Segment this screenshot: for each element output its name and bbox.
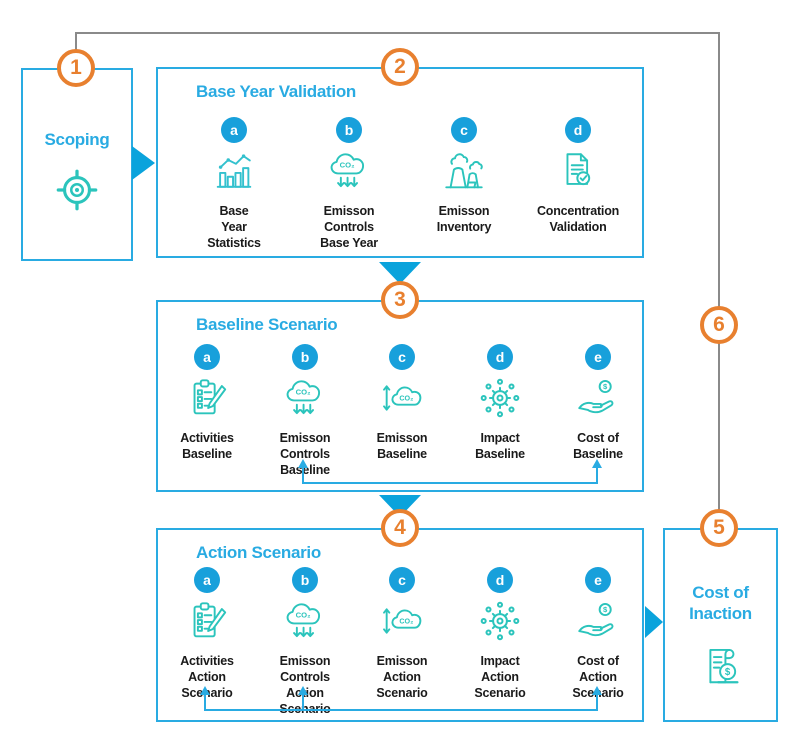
baseline-scenario-box: Baseline Scenario a Activities Baseline … [156, 300, 644, 492]
baseline-feedback-arrowhead-e [592, 459, 602, 468]
clipboard-pencil-icon [184, 593, 230, 649]
action-scenario-box: Action Scenario a Activities Action Scen… [156, 528, 644, 722]
badge-b: b [336, 117, 362, 143]
hand-coin-icon [575, 593, 621, 649]
hand-coin-icon [575, 370, 621, 426]
document-check-icon [555, 143, 601, 199]
step-number-3: 3 [381, 281, 419, 319]
action-feedback-arrowhead-e [592, 686, 602, 695]
base-year-validation-box: Base Year Validation a Base Year Statist… [156, 67, 644, 258]
item-label: Impact Action Scenario [474, 654, 526, 700]
action-feedback-arrowhead-a [200, 686, 210, 695]
item-activities-baseline: a Activities Baseline [159, 344, 255, 462]
item-emisson-inventory: c Emisson Inventory [412, 117, 516, 235]
item-impact-action-scenario: d Impact Action Scenario [452, 567, 548, 701]
item-emisson-controls-baseline: b Emisson Controls Baseline [257, 344, 353, 478]
action-feedback-line [204, 709, 598, 711]
loop-line-left-stub [75, 32, 77, 50]
baseline-feedback-arrowhead-b [298, 459, 308, 468]
cost-of-inaction-title: Cost of Inaction [689, 583, 752, 624]
action-feedback-stub-e [596, 694, 598, 709]
item-base-year-statistics: a Base Year Statistics [182, 117, 286, 251]
baseline-feedback-stub-e [596, 467, 598, 482]
item-label: Concentration Validation [536, 204, 620, 234]
item-emisson-action-scenario: c Emisson Action Scenario [354, 567, 450, 701]
badge-a: a [194, 344, 220, 370]
step-number-2: 2 [381, 48, 419, 86]
flow-arrow-validation-to-baseline [379, 262, 421, 284]
badge-e: e [585, 344, 611, 370]
co2-cloud-down-arrows-icon [326, 143, 372, 199]
target-icon [54, 162, 100, 218]
cost-of-inaction-box: Cost of Inaction [663, 528, 778, 722]
item-activities-action-scenario: a Activities Action Scenario [159, 567, 255, 701]
item-label: Base Year Statistics [207, 204, 261, 250]
step-number-5: 5 [700, 509, 738, 547]
item-label: Emisson Inventory [436, 204, 492, 234]
action-scenario-title: Action Scenario [196, 543, 321, 562]
action-feedback-arrowhead-b [298, 686, 308, 695]
item-concentration-validation: d Concentration Validation [526, 117, 630, 235]
scoping-title: Scoping [44, 130, 110, 149]
step-number-4: 4 [381, 509, 419, 547]
badge-e: e [585, 567, 611, 593]
flow-arrow-action-to-inaction [645, 606, 663, 638]
item-emisson-baseline: c Emisson Baseline [354, 344, 450, 462]
baseline-feedback-stub-b [302, 467, 304, 482]
item-cost-of-baseline: e Cost of Baseline [550, 344, 646, 462]
badge-c: c [389, 344, 415, 370]
scoping-box: Scoping [21, 68, 133, 261]
action-feedback-stub-a [204, 694, 206, 709]
item-label: Emisson Baseline [376, 431, 428, 461]
badge-a: a [221, 117, 247, 143]
impact-gear-icon [477, 593, 523, 649]
co2-cloud-down-arrows-icon [282, 370, 328, 426]
badge-a: a [194, 567, 220, 593]
item-label: Cost of Baseline [573, 431, 623, 461]
item-label: Activities Action Scenario [180, 654, 234, 700]
co2-cloud-down-arrows-icon [282, 593, 328, 649]
item-label: Emisson Controls Base Year [320, 204, 378, 250]
badge-c: c [451, 117, 477, 143]
flow-arrow-scoping-to-validation [132, 146, 155, 180]
item-label: Emisson Action Scenario [376, 654, 428, 700]
badge-b: b [292, 567, 318, 593]
co2-cloud-measure-icon [379, 370, 425, 426]
item-label: Activities Baseline [180, 431, 234, 461]
item-cost-of-action-scenario: e Cost of Action Scenario [550, 567, 646, 701]
step-number-1: 1 [57, 49, 95, 87]
badge-b: b [292, 344, 318, 370]
item-impact-baseline: d Impact Baseline [452, 344, 548, 462]
bar-chart-icon [211, 143, 257, 199]
clipboard-pencil-icon [184, 370, 230, 426]
impact-gear-icon [477, 370, 523, 426]
item-label: Impact Baseline [475, 431, 525, 461]
item-emisson-controls-base-year: b Emisson Controls Base Year [297, 117, 401, 251]
factory-icon [441, 143, 487, 199]
loop-line-right [718, 32, 720, 510]
co2-cloud-measure-icon [379, 593, 425, 649]
baseline-scenario-title: Baseline Scenario [196, 315, 338, 334]
badge-d: d [565, 117, 591, 143]
action-feedback-stub-b [302, 694, 304, 709]
loop-line-top [75, 32, 720, 34]
invoice-coin-icon [698, 637, 744, 693]
item-label: Emisson Controls Action Scenario [279, 654, 331, 716]
badge-c: c [389, 567, 415, 593]
badge-d: d [487, 567, 513, 593]
baseline-feedback-line [302, 482, 598, 484]
item-label: Emisson Controls Baseline [279, 431, 331, 477]
badge-d: d [487, 344, 513, 370]
step-number-6: 6 [700, 306, 738, 344]
base-year-validation-title: Base Year Validation [196, 82, 356, 101]
